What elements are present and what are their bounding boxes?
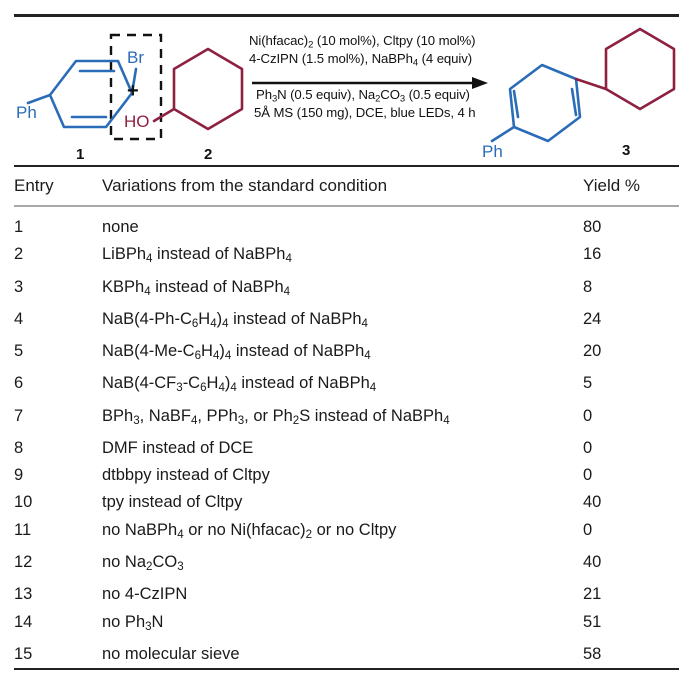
cell-variation: no Na2CO3 bbox=[102, 553, 184, 574]
rule-top bbox=[14, 14, 679, 17]
table-figure: Ph Br 1 + HO 2 Ph bbox=[0, 14, 693, 680]
table-row: 11 no NaBPh4 or no Ni(hfacac)2 or no Clt… bbox=[14, 517, 679, 549]
cell-entry: 4 bbox=[14, 309, 24, 328]
table-row: 4 NaB(4-Ph-C6H4)4 instead of NaBPh4 24 bbox=[14, 306, 679, 338]
cell-variation: tpy instead of Cltpy bbox=[102, 493, 243, 512]
cell-variation: BPh3, NaBF4, PPh3, or Ph2S instead of Na… bbox=[102, 406, 450, 427]
table-row: 12 no Na2CO3 40 bbox=[14, 549, 679, 581]
product-number: 3 bbox=[622, 142, 630, 159]
cell-variation: dtbbpy instead of Cltpy bbox=[102, 466, 270, 485]
cell-variation: no Ph3N bbox=[102, 612, 164, 633]
cell-variation: LiBPh4 instead of NaBPh4 bbox=[102, 245, 292, 266]
conditions-line-3: Ph3N (0.5 equiv), Na2CO3 (0.5 equiv) bbox=[256, 87, 470, 105]
reaction-arrow bbox=[252, 77, 488, 89]
cell-yield: 5 bbox=[583, 374, 593, 393]
cell-yield: 40 bbox=[583, 493, 602, 512]
cell-yield: 20 bbox=[583, 342, 602, 361]
cell-yield: 16 bbox=[583, 245, 602, 264]
table-row: 6 NaB(4-CF3-C6H4)4 instead of NaBPh4 5 bbox=[14, 370, 679, 402]
cell-entry: 9 bbox=[14, 466, 24, 485]
reactant-2-structure bbox=[152, 47, 244, 131]
table-row: 1 none 80 bbox=[14, 207, 679, 241]
reactant-2-number: 2 bbox=[204, 146, 212, 163]
cell-variation: NaB(4-Me-C6H4)4 instead of NaBPh4 bbox=[102, 342, 371, 363]
rule-below-scheme bbox=[14, 165, 679, 167]
conditions-line-1: Ni(hfacac)2 (10 mol%), Cltpy (10 mol%) bbox=[249, 33, 476, 51]
header-entry: Entry bbox=[14, 176, 54, 195]
cell-yield: 80 bbox=[583, 218, 602, 236]
cell-entry: 7 bbox=[14, 406, 24, 425]
cell-variation: none bbox=[102, 218, 139, 236]
table-row: 8 DMF instead of DCE 0 bbox=[14, 435, 679, 462]
header-yield: Yield % bbox=[583, 176, 641, 195]
cell-yield: 0 bbox=[583, 406, 593, 425]
conditions-line-4: 5Å MS (150 mg), DCE, blue LEDs, 4 h bbox=[254, 105, 476, 120]
conditions-variation-body: 1 none 80 2 LiBPh4 instead of NaBPh4 1 6 … bbox=[14, 207, 679, 668]
cell-yield: 0 bbox=[583, 466, 593, 485]
reaction-scheme-drawing: Ph Br 1 + HO 2 Ph bbox=[16, 27, 676, 163]
conditions-line-2: 4-CzIPN (1.5 mol%), NaBPh4 (4 equiv) bbox=[249, 51, 473, 69]
product-cyclohexyl-structure bbox=[574, 27, 676, 111]
table-row: 7 BPh3, NaBF4, PPh3, or Ph2S instead of … bbox=[14, 403, 679, 435]
cell-entry: 11 bbox=[14, 520, 32, 539]
product-aryl-structure bbox=[490, 63, 582, 143]
table-row: 9 dtbbpy instead of Cltpy 0 bbox=[14, 462, 679, 489]
cell-variation: NaB(4-CF3-C6H4)4 instead of NaBPh4 bbox=[102, 374, 377, 395]
plus-sign: + bbox=[127, 80, 139, 102]
table-row: 14 no Ph3N 51 bbox=[14, 609, 679, 641]
cell-yield: 24 bbox=[583, 309, 602, 328]
reactant-2-ho-label: HO bbox=[124, 112, 150, 131]
reactant-1-number: 1 bbox=[76, 146, 84, 163]
cell-entry: 2 bbox=[14, 245, 24, 264]
table-row: 10 tpy instead of Cltpy 40 bbox=[14, 489, 679, 516]
cell-entry: 3 bbox=[14, 277, 24, 296]
header-variations: Variations from the standard condition bbox=[102, 176, 388, 195]
rule-bottom bbox=[14, 668, 679, 671]
table-row: 3 KBPh4 instead of NaBPh4 8 bbox=[14, 274, 679, 306]
cell-entry: 1 bbox=[14, 218, 24, 236]
cell-variation: NaB(4-Ph-C6H4)4 instead of NaBPh4 bbox=[102, 309, 368, 330]
table-header-row: Entry Variations from the standard condi… bbox=[14, 167, 679, 205]
cell-variation: no 4-CzIPN bbox=[102, 585, 188, 604]
reactant-1-structure bbox=[26, 59, 138, 129]
cell-entry: 14 bbox=[14, 612, 33, 631]
cell-yield: 8 bbox=[583, 277, 593, 296]
reaction-scheme: Ph Br 1 + HO 2 Ph bbox=[14, 17, 679, 165]
table-row: 5 NaB(4-Me-C6H4)4 instead of NaBPh4 20 bbox=[14, 338, 679, 370]
cell-variation: DMF instead of DCE bbox=[102, 439, 254, 458]
table-row: 15 no molecular sieve 58 bbox=[14, 641, 679, 668]
cell-yield: 58 bbox=[583, 644, 602, 663]
rule-below-header bbox=[14, 205, 679, 207]
cell-yield: 21 bbox=[583, 585, 602, 604]
cell-yield: 40 bbox=[583, 553, 602, 571]
cell-entry: 13 bbox=[14, 585, 33, 604]
cell-entry: 12 bbox=[14, 553, 33, 571]
highlight-box bbox=[109, 33, 163, 141]
cell-entry: 15 bbox=[14, 644, 33, 663]
cell-entry: 6 bbox=[14, 374, 24, 393]
cell-entry: 8 bbox=[14, 439, 24, 458]
cell-variation: KBPh4 instead of NaBPh4 bbox=[102, 277, 291, 298]
cell-variation: no NaBPh4 or no Ni(hfacac)2 or no Cltpy bbox=[102, 520, 397, 541]
cell-entry: 10 bbox=[14, 493, 33, 512]
table-body: 1 none 80 2 LiBPh4 instead of NaBPh4 1 6 … bbox=[14, 207, 679, 668]
cell-yield: 0 bbox=[583, 439, 593, 458]
table-row: 2 LiBPh4 instead of NaBPh4 16 bbox=[14, 241, 679, 273]
reactant-1-br-label: Br bbox=[127, 48, 144, 67]
cell-entry: 5 bbox=[14, 342, 24, 361]
cell-variation: no molecular sieve bbox=[102, 644, 240, 663]
reactant-1-ph-label: Ph bbox=[16, 103, 37, 122]
conditions-variation-table: Entry Variations from the standard condi… bbox=[14, 167, 679, 205]
table-row: 13 no 4-CzIPN 21 bbox=[14, 581, 679, 608]
product-ph-label: Ph bbox=[482, 142, 503, 161]
cell-yield: 51 bbox=[583, 612, 602, 631]
cell-yield: 0 bbox=[583, 520, 593, 539]
